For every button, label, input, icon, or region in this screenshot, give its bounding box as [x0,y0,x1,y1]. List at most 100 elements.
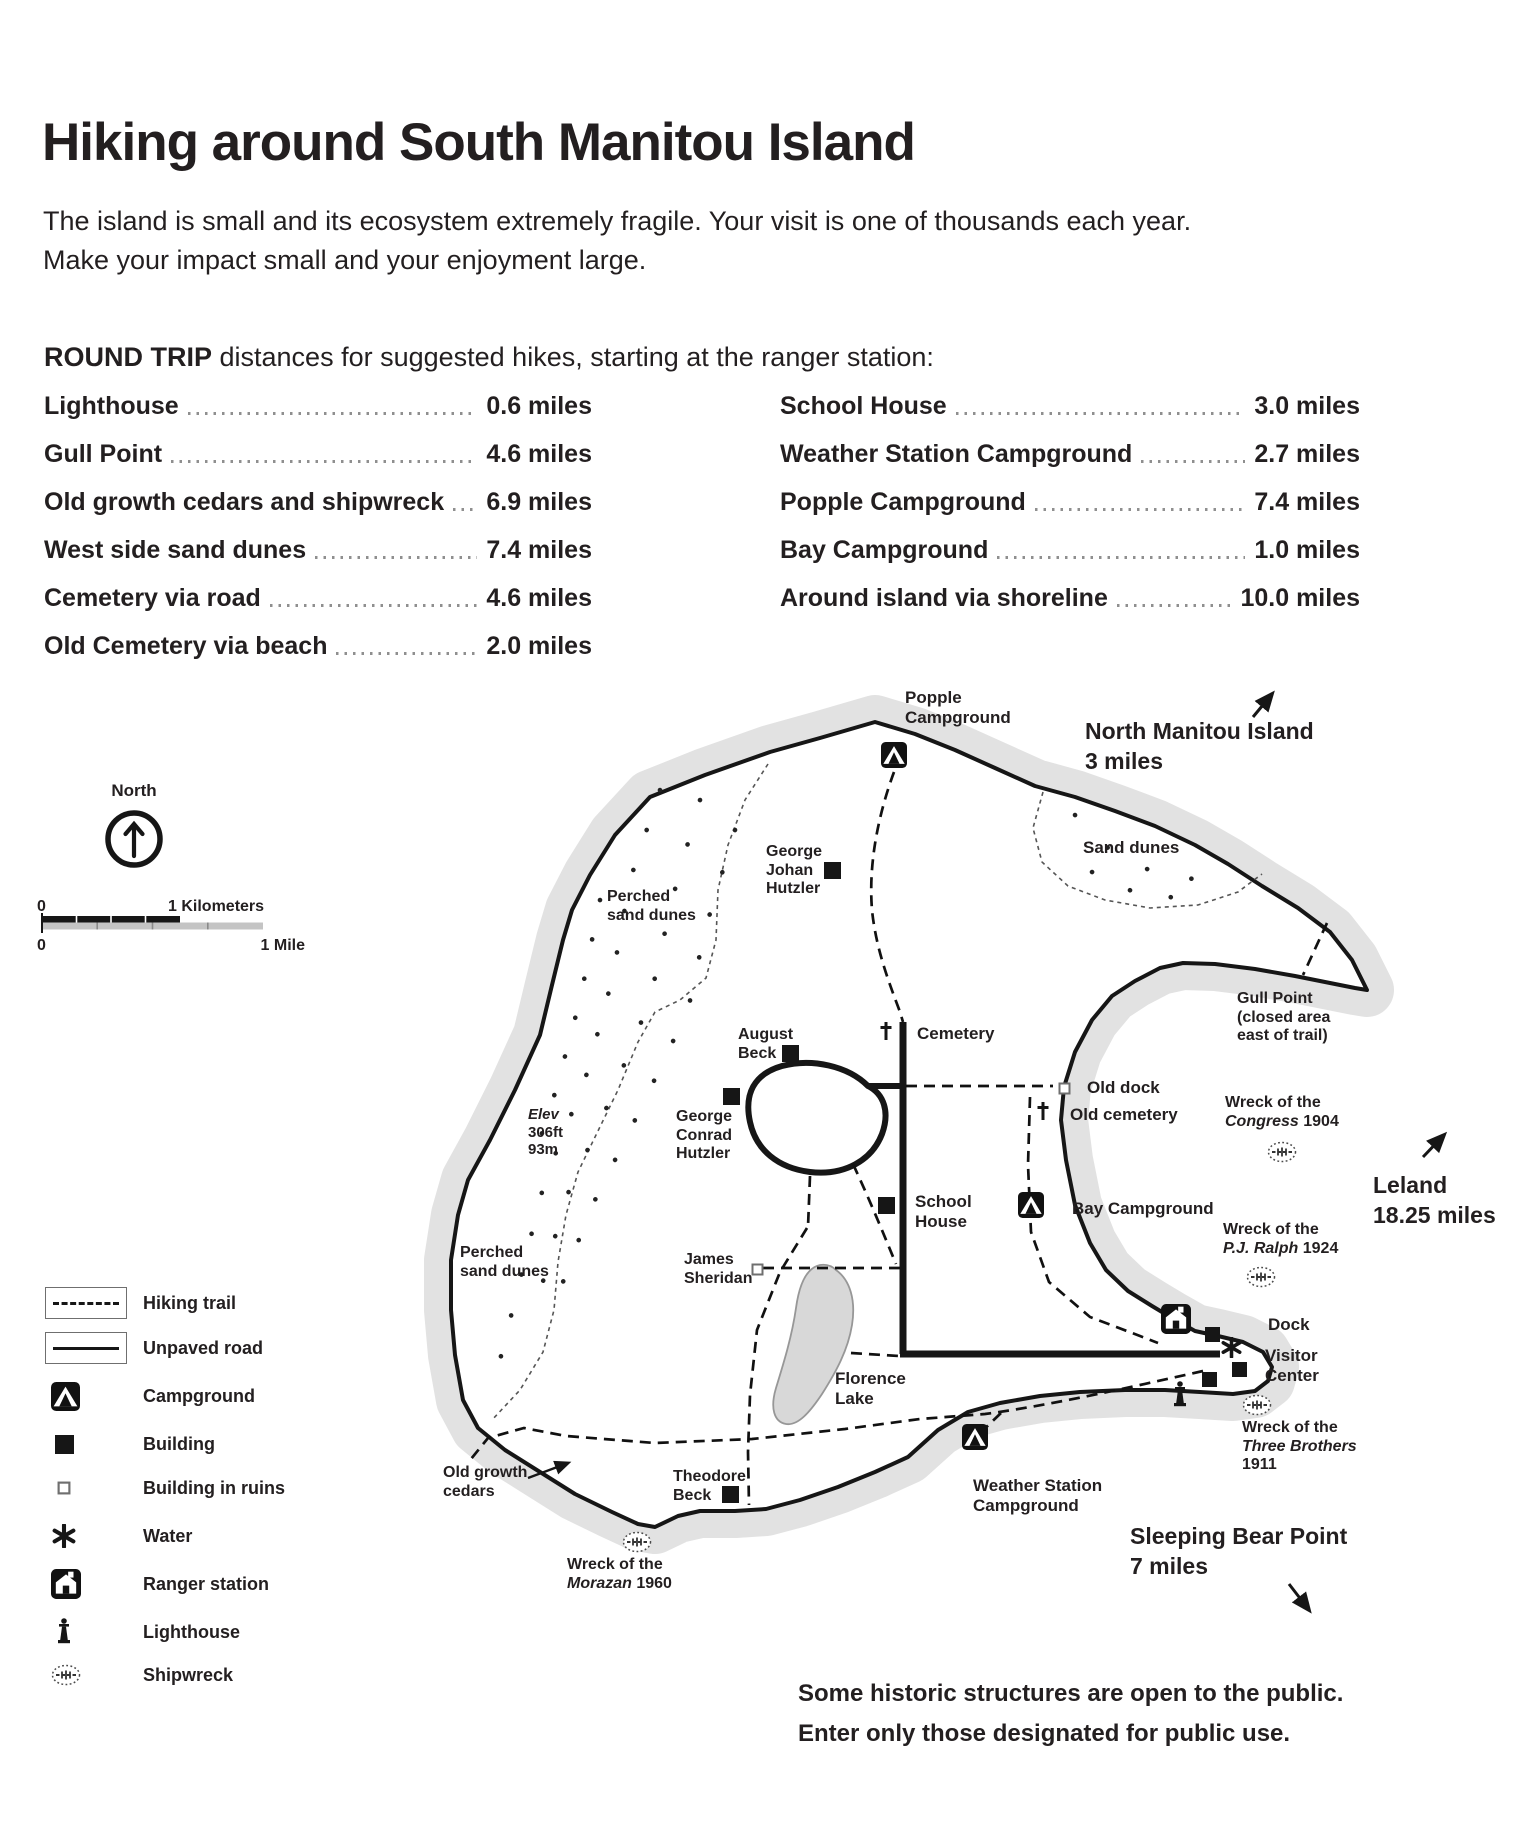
map-label-perched-sand-dunes-nw: Perched sand dunes [607,888,696,924]
distance-value: 4.6 miles [486,440,592,468]
old-growth-cedars-arrow [527,1460,572,1480]
shipwreck-icon [1267,1141,1297,1163]
distance-row: Old Cemetery via beach 2.0 miles [44,632,592,661]
compass-circle [105,810,163,868]
hiking-trail-sample-icon [45,1287,143,1319]
map-label-old-cemetery: Old cemetery [1070,1105,1178,1124]
ranger-station-icon [1161,1304,1191,1334]
round-trip-heading-rest: distances for suggested hikes, starting … [212,342,934,372]
distance-label: Gull Point [44,440,163,468]
building-icon [878,1197,895,1214]
cemetery-cross-icon [879,1021,893,1041]
map-label-old-growth-cedars: Old growth cedars [443,1464,528,1500]
building-icon [1202,1372,1217,1387]
legend-label: Lighthouse [143,1621,240,1642]
map-label-sleeping-bear-point: Sleeping Bear Point 7 miles [1130,1523,1348,1579]
map-label-wreck-pj-ralph: Wreck of the P.J. Ralph 1924 [1223,1221,1339,1257]
map-label-dock: Dock [1268,1315,1310,1334]
distance-label: School House [780,392,947,420]
scale-km-label: 1 Kilometers [168,898,264,915]
map-label-perched-sand-dunes-sw: Perched sand dunes [460,1244,549,1280]
dotted-leader [1116,604,1232,607]
distance-value: 7.4 miles [1254,488,1360,516]
shipwreck-icon [1242,1394,1272,1416]
distance-value: 4.6 miles [486,584,592,612]
unpaved-road-sample-icon [45,1332,143,1364]
distance-label: Old growth cedars and shipwreck [44,488,445,516]
building-in-ruins-icon [45,1481,143,1495]
north-manitou-arrow [1251,690,1275,718]
legend-label: Water [143,1525,193,1546]
building-in-ruins-icon [1058,1082,1071,1095]
building-icon [1232,1362,1247,1377]
legend-row: Building in ruins [45,1470,285,1506]
west-dune-boundary [491,763,769,1421]
sleeping-bear-arrow [1287,1583,1312,1614]
dotted-leader [269,604,478,607]
map-label-visitor-center: Visitor Center [1265,1346,1319,1385]
distance-row: Old growth cedars and shipwreck 6.9 miles [44,488,592,517]
building-in-ruins-icon [751,1263,764,1276]
distance-row: Gull Point 4.6 miles [44,440,592,469]
distance-label: Weather Station Campground [780,440,1133,468]
map-label-sand-dunes: Sand dunes [1083,838,1180,857]
distance-value: 1.0 miles [1254,536,1360,564]
dotted-leader [955,412,1246,415]
leland-arrow [1421,1131,1448,1159]
dotted-leader [453,508,478,511]
legend-row: Shipwreck [45,1657,233,1693]
lighthouse-icon [1174,1381,1186,1407]
distance-value: 6.9 miles [486,488,592,516]
legend-row: Hiking trail [45,1285,236,1321]
building-icon [1205,1327,1220,1342]
map-label-august-beck: August Beck [738,1026,794,1062]
map-label-george-conrad-hutzler: George Conrad Hutzler [676,1108,733,1162]
north-compass [105,810,163,868]
distance-row: Bay Campground 1.0 miles [780,536,1360,565]
map-label-bay-campground: Bay Campground [1072,1199,1214,1218]
building-icon [824,862,841,879]
distance-value: 10.0 miles [1240,584,1360,612]
water-icon [45,1524,143,1548]
legend-label: Ranger station [143,1573,270,1594]
legend-row: Lighthouse [45,1614,240,1650]
distance-label: Old Cemetery via beach [44,632,328,660]
footer-note-line-1: Some historic structures are open to the… [798,1680,1344,1707]
unpaved-roads [745,1022,1220,1358]
intro-text: The island is small and its ecosystem ex… [43,202,1333,280]
compass-label: North [111,781,157,800]
map-label-school-house: School House [915,1192,972,1231]
map-label-florence-lake: Florence Lake [835,1369,906,1408]
map-label-george-johan-hutzler: George Johan Hutzler [766,843,823,897]
compass-arrow [123,820,145,859]
scale-bar: 0 1 Kilometers 0 1 Mile [37,898,305,954]
distance-value: 2.0 miles [486,632,592,660]
map-label-popple-campground: Popple Campground [905,688,1011,727]
scale-mile-zero: 0 [37,937,46,954]
distance-label: Cemetery via road [44,584,261,612]
campground-icon [1018,1192,1044,1218]
legend-row: Building [45,1426,215,1462]
map-label-theodore-beck: Theodore Beck [673,1468,746,1504]
legend-label: Unpaved road [143,1337,264,1358]
legend-label: Building [143,1433,215,1454]
dotted-leader [315,556,478,559]
distance-row: Cemetery via road 4.6 miles [44,584,592,613]
distance-label: Popple Campground [780,488,1026,516]
cemetery-cross-icon [1036,1101,1050,1121]
distance-label: Bay Campground [780,536,989,564]
dotted-leader [1141,460,1246,463]
map-label-gull-point: Gull Point (closed area east of trail) [1237,990,1331,1044]
legend-row: Water [45,1518,192,1554]
building-icon [45,1435,143,1454]
dotted-leader [1034,508,1246,511]
dotted-leader [336,652,478,655]
building-icon [723,1088,740,1105]
campground-icon [962,1424,988,1450]
distance-label: Around island via shoreline [780,584,1108,612]
legend-row: Unpaved road [45,1330,263,1366]
